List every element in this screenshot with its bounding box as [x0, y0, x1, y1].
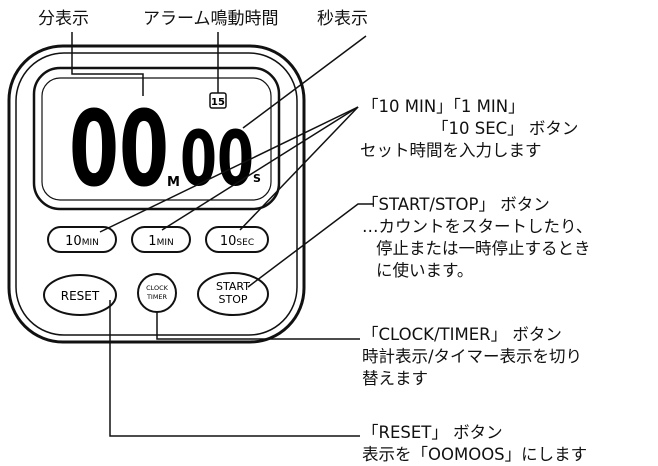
- leader-start-stop: [247, 203, 374, 288]
- one-min-button[interactable]: 1MIN: [131, 226, 191, 253]
- ten-sec-button[interactable]: 10SEC: [205, 226, 269, 253]
- second-unit: S: [253, 172, 261, 185]
- svg-text:TIMER: TIMER: [146, 293, 168, 301]
- minute-digits: 00: [69, 88, 169, 210]
- start-stop-button[interactable]: START STOP: [197, 272, 269, 316]
- leader-one-min: [161, 106, 359, 231]
- lcd-inner-frame: [41, 77, 272, 201]
- svg-text:1MIN: 1MIN: [148, 234, 173, 249]
- leader-seconds: [242, 35, 367, 129]
- svg-text:START: START: [216, 280, 250, 293]
- ten-min-button[interactable]: 10MIN: [47, 226, 117, 253]
- svg-text:STOP: STOP: [219, 293, 248, 306]
- svg-text:10MIN: 10MIN: [65, 234, 99, 249]
- leader-ten-sec: [239, 106, 359, 231]
- svg-text:RESET: RESET: [61, 289, 100, 303]
- annotation-set-buttons: 「10 MIN」「1 MIN」 「10 SEC」 ボタン セット時間を入力します: [360, 97, 579, 160]
- svg-text:10SEC: 10SEC: [220, 234, 254, 249]
- reset-button[interactable]: RESET: [43, 274, 117, 316]
- annotation-clock-timer: 「CLOCK/TIMER」 ボタン 時計表示/タイマー表示を切り 替えます: [362, 325, 583, 388]
- alarm-duration-label: アラーム鳴動時間: [143, 9, 279, 29]
- annotation-start-stop: 「START/STOP」 ボタン …カウントをスタートしたり、 停止または一時停…: [362, 195, 593, 280]
- leader-reset: [109, 300, 360, 437]
- leader-lines: [71, 32, 374, 437]
- leader-minute: [71, 32, 144, 96]
- alarm-badge: 15: [211, 97, 225, 108]
- annotation-reset: 「RESET」 ボタン 表示を「OOMOOS」にします: [362, 423, 588, 464]
- svg-text:CLOCK: CLOCK: [146, 284, 169, 292]
- minute-unit: M: [167, 175, 180, 190]
- clock-timer-button[interactable]: CLOCK TIMER: [137, 273, 177, 313]
- minute-display-label: 分表示: [38, 9, 89, 29]
- leader-ten-min: [99, 106, 359, 233]
- second-digits: 00: [180, 114, 254, 203]
- leader-clock-timer: [156, 312, 360, 340]
- second-display-label: 秒表示: [317, 9, 368, 29]
